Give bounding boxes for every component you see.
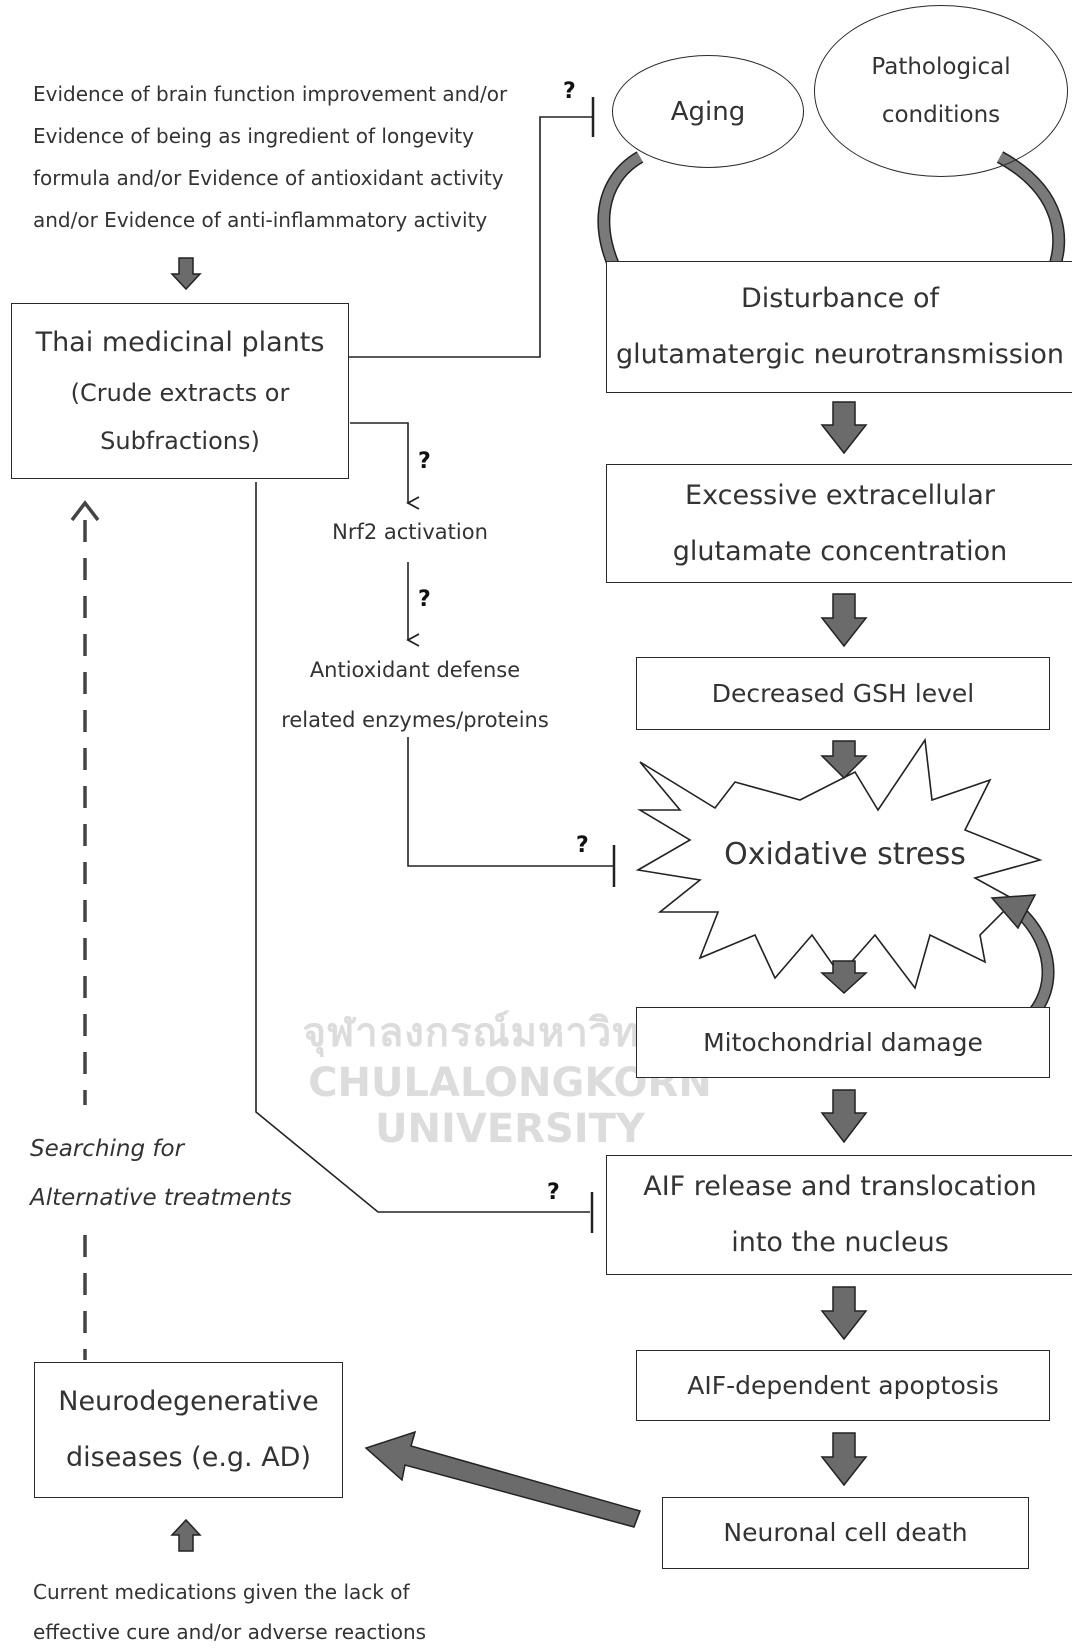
current-meds-line: effective cure and/or adverse reactions (33, 1620, 427, 1644)
oxidative-stress-starburst (635, 737, 1043, 990)
antioxidant-defense-label: Antioxidant defense related enzymes/prot… (265, 645, 565, 745)
aif-release-line: AIF release and translocation (643, 1171, 1037, 1202)
disturbance-box: Disturbance of glutamatergic neurotransm… (606, 261, 1072, 393)
aif-release-box: AIF release and translocation into the n… (606, 1155, 1072, 1275)
gsh-label: Decreased GSH level (711, 678, 975, 708)
evidence-text: Evidence of brain function improvement a… (33, 73, 533, 241)
searching-line: Alternative treatments (30, 1185, 292, 1211)
question-mark-antioxidant: ? (418, 587, 431, 612)
neuronal-death-box: Neuronal cell death (662, 1497, 1029, 1569)
aif-apoptosis-box: AIF-dependent apoptosis (636, 1350, 1050, 1421)
aging-label: Aging (670, 96, 746, 127)
neurodegenerative-diseases-box: Neurodegenerative diseases (e.g. AD) (34, 1362, 343, 1498)
excessive-line: Excessive extracellular (685, 479, 995, 511)
inhibit-oxidative-line (407, 737, 613, 867)
question-mark-aif: ? (547, 1180, 560, 1205)
excessive-line: glutamate concentration (672, 535, 1008, 567)
evidence-line: Evidence of brain function improvement a… (33, 82, 508, 106)
neuro-line: Neurodegenerative (58, 1386, 319, 1417)
searching-line: Searching for (30, 1136, 185, 1162)
inhibit-aif-line (255, 482, 590, 1213)
antioxidant-line: related enzymes/proteins (281, 708, 549, 732)
current-meds-line: Current medications given the lack of (33, 1580, 410, 1604)
pathological-conditions-ellipse: Pathological conditions (814, 5, 1068, 177)
plants-to-nrf2-line (350, 422, 420, 510)
death-to-disease-arrow (364, 1430, 641, 1528)
decreased-gsh-box: Decreased GSH level (636, 657, 1050, 730)
evidence-line: Evidence of being as ingredient of longe… (33, 124, 474, 148)
nrf2-activation-label: Nrf2 activation (332, 520, 488, 544)
mito-label: Mitochondrial damage (703, 1027, 983, 1057)
evidence-line: and/or Evidence of anti-inflammatory act… (33, 208, 488, 232)
plants-title: Thai medicinal plants (35, 327, 325, 358)
pathological-line: conditions (881, 102, 1001, 128)
plants-line3: Subfractions) (100, 427, 260, 455)
question-mark-nrf2: ? (418, 449, 431, 474)
current-medications-text: Current medications given the lack of ef… (33, 1572, 453, 1652)
neuro-line: diseases (e.g. AD) (65, 1442, 312, 1473)
aif-release-line: into the nucleus (731, 1227, 949, 1258)
pathological-line: Pathological (871, 54, 1011, 80)
inhibit-aging-line (348, 116, 593, 358)
question-mark-oxidative: ? (576, 833, 589, 858)
aging-ellipse: Aging (612, 55, 804, 168)
apoptosis-label: AIF-dependent apoptosis (687, 1370, 999, 1400)
disturbance-line: glutamatergic neurotransmission (616, 339, 1064, 370)
disturbance-line: Disturbance of (740, 283, 940, 314)
searching-text: Searching for Alternative treatments (30, 1125, 292, 1223)
mitochondrial-damage-box: Mitochondrial damage (636, 1007, 1050, 1078)
dashed-arrowhead (70, 500, 100, 522)
evidence-line: formula and/or Evidence of antioxidant a… (33, 166, 504, 190)
antioxidant-line: Antioxidant defense (309, 658, 521, 682)
excessive-glutamate-box: Excessive extracellular glutamate concen… (606, 464, 1072, 583)
death-label: Neuronal cell death (723, 1518, 968, 1547)
question-mark-aging: ? (563, 79, 576, 104)
thai-medicinal-plants-box: Thai medicinal plants (Crude extracts or… (11, 303, 349, 479)
plants-line2: (Crude extracts or (70, 379, 290, 407)
oxidative-stress-label: Oxidative stress (724, 837, 966, 872)
block-arrows (170, 257, 868, 1552)
